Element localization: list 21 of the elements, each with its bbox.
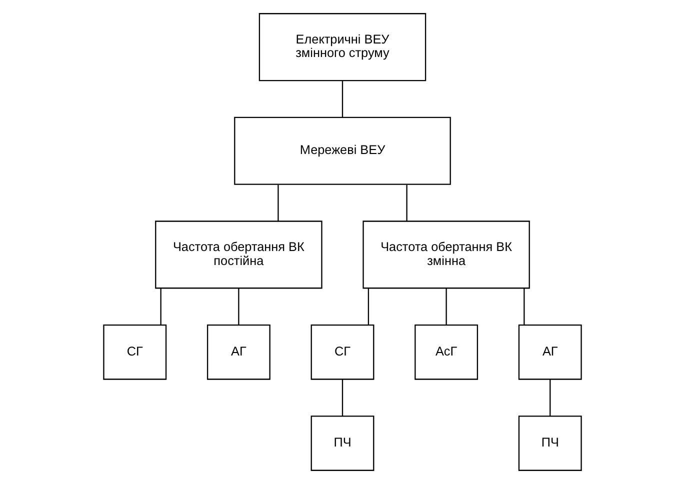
connector xyxy=(238,288,239,324)
connector xyxy=(445,288,446,324)
node-box: ПЧ xyxy=(310,415,374,470)
node-box: СГ xyxy=(310,324,374,380)
connector xyxy=(523,288,524,324)
node-box: СГ xyxy=(102,324,166,380)
node-box: АсГ xyxy=(414,324,478,380)
node-box: ПЧ xyxy=(518,415,582,470)
connector xyxy=(341,80,343,117)
node-box: Мережеві ВЕУ xyxy=(234,116,450,184)
connector xyxy=(160,288,161,324)
connector xyxy=(277,184,278,220)
node-box: АГ xyxy=(518,324,582,380)
connector xyxy=(549,379,550,416)
connector xyxy=(406,184,407,220)
node-box: Електричні ВЕУ змінного струму xyxy=(258,12,426,81)
node-box: Частота обертання ВК постійна xyxy=(154,220,322,288)
node-box: АГ xyxy=(206,324,270,380)
connector xyxy=(367,288,369,324)
connector xyxy=(341,379,343,416)
node-box: Частота обертання ВК змінна xyxy=(362,220,530,288)
